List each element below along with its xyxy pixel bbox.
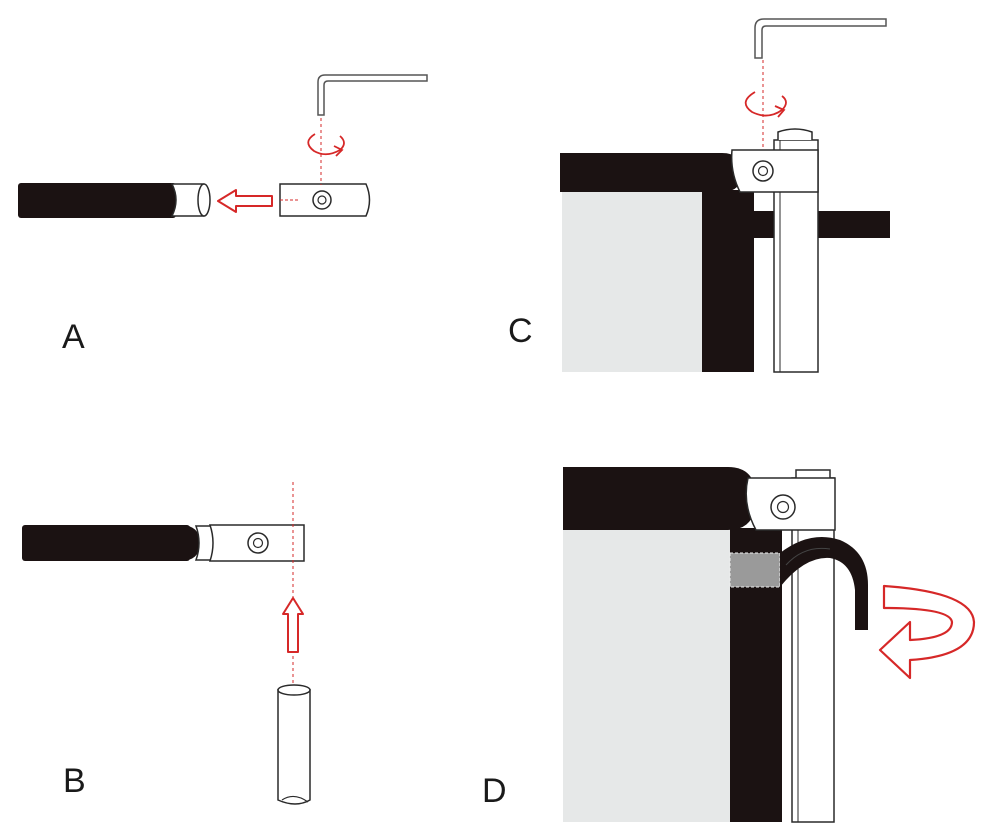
step-label-d: D: [482, 772, 507, 810]
step-label-c: C: [508, 312, 533, 350]
push-arrow-icon: [282, 597, 304, 653]
panel-a: [18, 74, 428, 218]
wrap-arrow-icon: [878, 584, 976, 680]
rotate-arrow-icon: [744, 91, 787, 117]
rotate-arrow-icon: [307, 133, 345, 156]
panel-c: [560, 18, 890, 373]
gate-mesh-panel: [563, 530, 733, 822]
wall-bar: [752, 211, 890, 238]
gate-side-rail: [702, 190, 754, 372]
strap-patch: [729, 552, 781, 588]
allen-key-icon: [754, 18, 887, 59]
allen-key-icon: [317, 74, 428, 116]
bracket: [730, 149, 819, 193]
vertical-pole: [277, 689, 311, 805]
panel-b: [22, 482, 311, 805]
gate-top-rail: [563, 467, 756, 530]
gate-mesh-panel: [562, 190, 704, 372]
wrap-strap: [780, 536, 868, 630]
gate-tube: [18, 183, 176, 218]
panel-d: [563, 467, 976, 823]
step-label-a: A: [62, 318, 85, 356]
gate-tube: [22, 525, 190, 561]
vertical-pole: [791, 477, 835, 823]
step-label-b: B: [63, 762, 86, 800]
gate-top-rail: [560, 153, 742, 192]
push-arrow-icon: [217, 189, 273, 213]
